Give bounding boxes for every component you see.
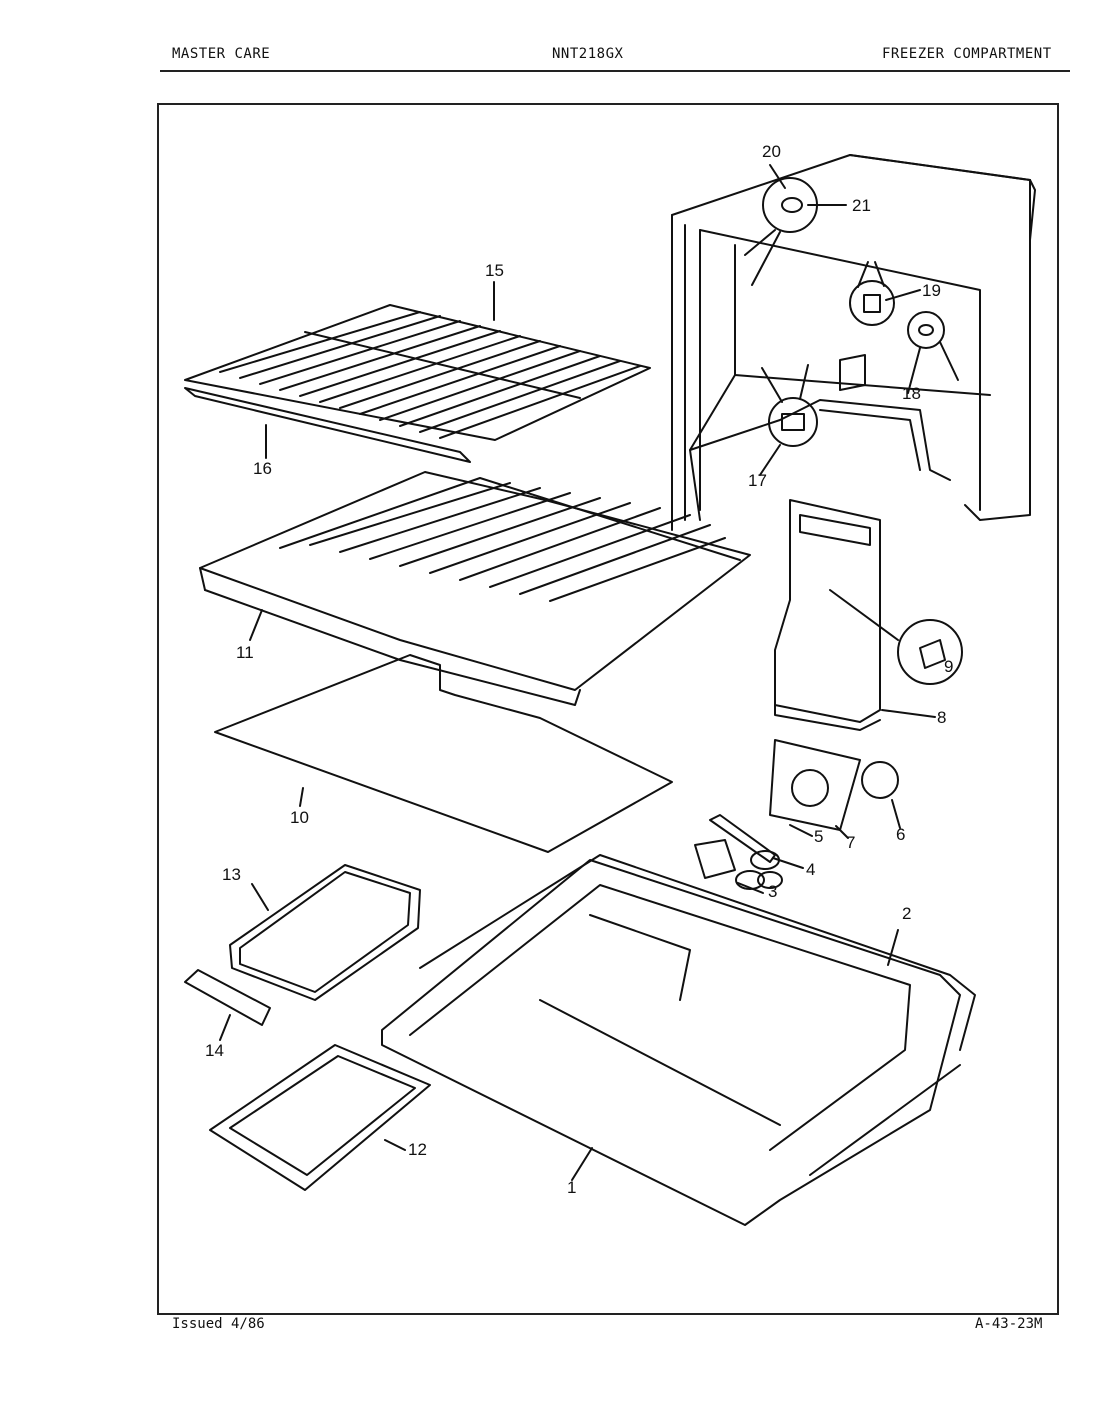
callout-6: 6 (896, 825, 905, 844)
callout-20: 20 (762, 142, 781, 161)
freezer-floor (381, 859, 961, 1226)
callout-2: 2 (902, 904, 911, 923)
fan-motor (694, 839, 736, 879)
callout-3: 3 (768, 882, 777, 901)
mounting-strap (709, 814, 776, 863)
part-17-detail (768, 397, 818, 447)
footer-issued: Issued 4/86 (172, 1316, 265, 1332)
part-19-detail (849, 280, 895, 326)
callout-17: 17 (748, 471, 767, 490)
header-rule (160, 70, 1070, 72)
callout-1: 1 (567, 1178, 576, 1197)
callout-10: 10 (290, 808, 309, 827)
shelf-trim (184, 387, 471, 463)
grommet (861, 761, 899, 799)
callout-12: 12 (408, 1140, 427, 1159)
callout-18: 18 (902, 384, 921, 403)
callout-9: 9 (944, 657, 953, 676)
diagram-frame (157, 103, 1059, 1315)
gasket (419, 854, 976, 1176)
panel (214, 654, 673, 853)
callout-8: 8 (937, 708, 946, 727)
handle (184, 969, 271, 1026)
part-18-detail (907, 311, 945, 349)
ice-bin (229, 864, 421, 1001)
part-9-detail (897, 619, 963, 685)
header-brand: MASTER CARE (172, 46, 271, 62)
callout-14: 14 (205, 1041, 224, 1060)
freezer-shelf (199, 471, 751, 706)
callout-5: 5 (814, 827, 823, 846)
evaporator-cover (774, 499, 881, 731)
ice-tray (209, 1044, 431, 1191)
callout-7: 7 (846, 833, 855, 852)
callout-19: 19 (922, 281, 941, 300)
header-section: FREEZER COMPARTMENT (882, 46, 1052, 62)
callout-13: 13 (222, 865, 241, 884)
header-model: NNT218GX (552, 46, 624, 62)
callout-16: 16 (253, 459, 272, 478)
callout-11: 11 (236, 643, 254, 662)
callout-15: 15 (485, 261, 504, 280)
footer-code: A-43-23M (975, 1316, 1043, 1332)
freezer-cabinet (671, 154, 1036, 531)
callout-21: 21 (852, 196, 871, 215)
fan-bracket (769, 739, 861, 831)
wire-shelf (184, 304, 651, 441)
callout-4: 4 (806, 860, 815, 879)
